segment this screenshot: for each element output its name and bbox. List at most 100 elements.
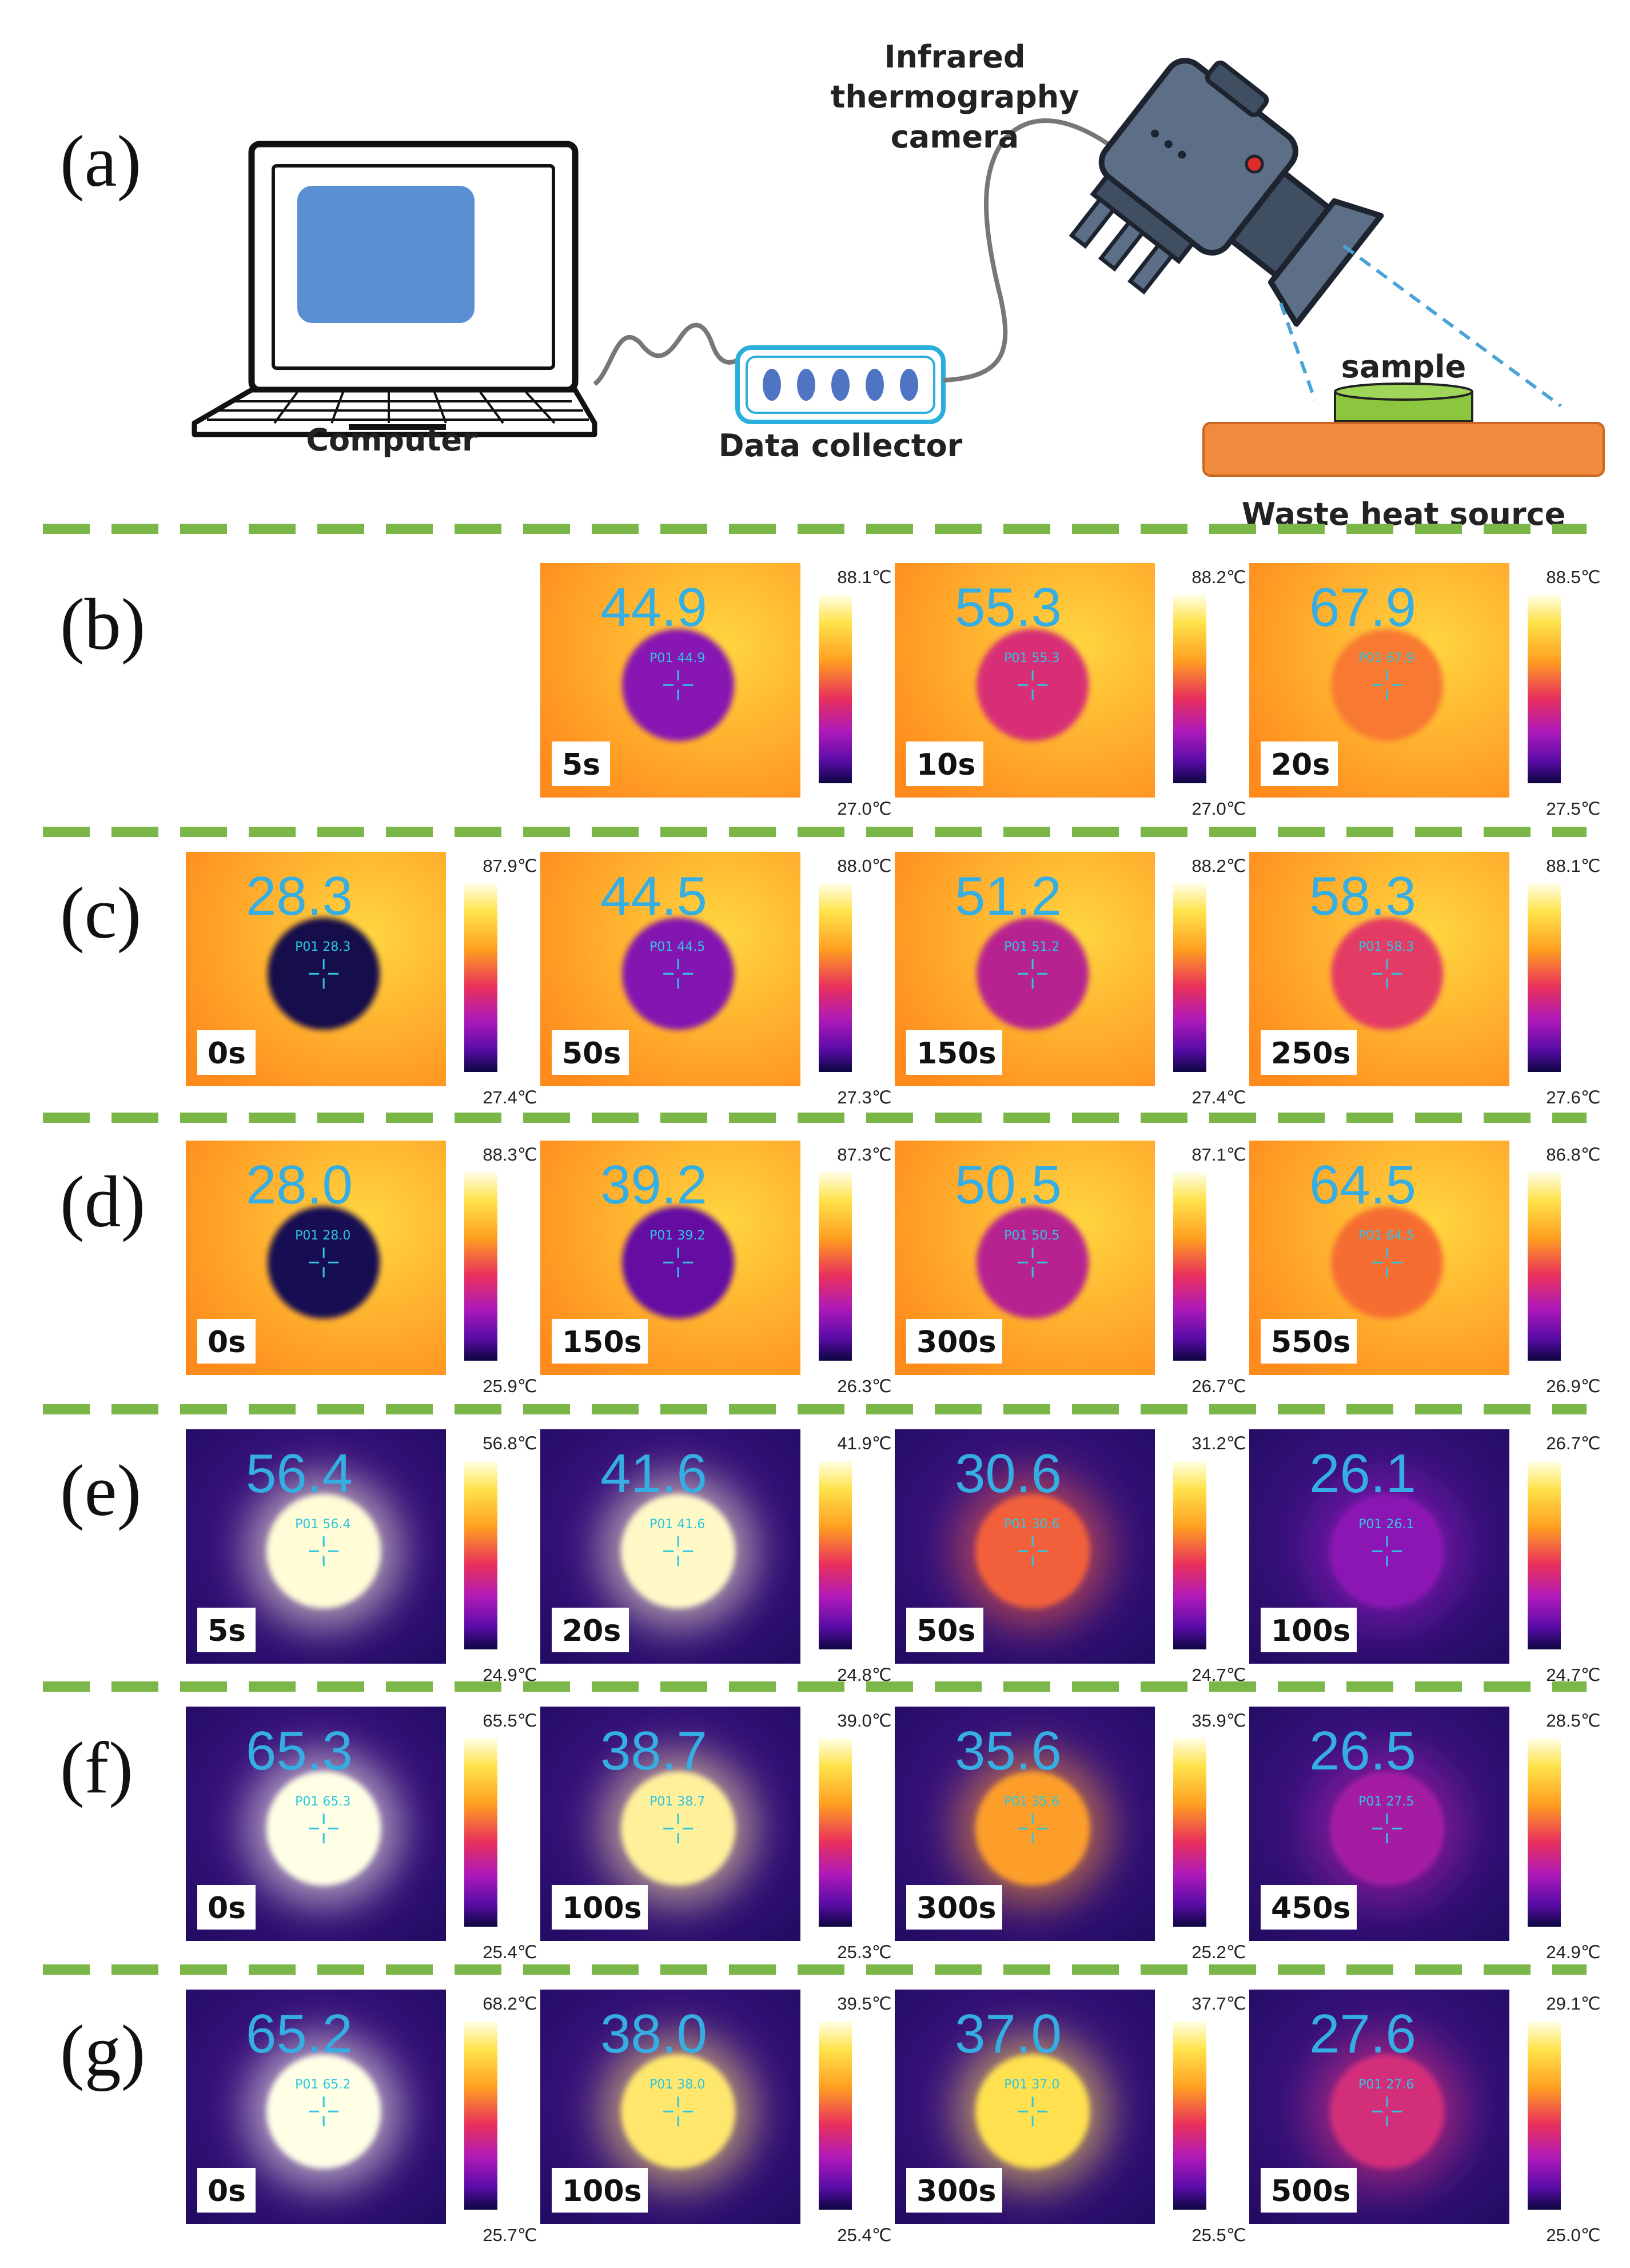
scale-max-label: 39.5℃ [837, 1994, 891, 2014]
crosshair-icon [309, 2096, 339, 2127]
scale-max-label: 37.7℃ [1191, 1994, 1246, 2014]
time-badge [906, 1885, 1002, 1930]
sample-disc [977, 1206, 1089, 1319]
crosshair-icon [1018, 1247, 1048, 1278]
scale-min-label: 25.0℃ [1546, 2225, 1600, 2245]
time-badge [552, 1319, 648, 1364]
time-label: 5s [208, 1614, 246, 1648]
time-label: 500s [1271, 2174, 1351, 2209]
sample-disc [1331, 629, 1444, 742]
sample-disc [975, 1494, 1090, 1609]
sample-disc [622, 629, 735, 742]
temperature-readout: 65.2 [246, 2003, 353, 2064]
scale-min-label: 26.3℃ [837, 1376, 891, 1396]
crosshair-icon [1372, 1247, 1402, 1278]
crosshair-icon [309, 1813, 339, 1844]
scale-min-label: 27.0℃ [837, 799, 891, 819]
scale-min-label: 27.5℃ [1546, 799, 1600, 819]
sample-disc [268, 1206, 380, 1319]
panel-label-a: (a) [60, 121, 141, 202]
measure-point-label: P01 65.2 [295, 2078, 350, 2092]
scale-min-label: 26.7℃ [1191, 1376, 1246, 1396]
scale-max-label: 88.0℃ [837, 856, 891, 876]
time-badge [1261, 742, 1338, 786]
crosshair-icon [663, 670, 694, 700]
scale-min-label: 27.6℃ [1546, 1087, 1600, 1107]
color-scale-bar [1173, 2021, 1206, 2210]
computer-label: Computer [306, 422, 477, 458]
scale-max-label: 88.1℃ [1546, 856, 1600, 876]
temperature-readout: 35.6 [955, 1720, 1062, 1781]
time-badge [552, 742, 610, 786]
time-label: 150s [916, 1037, 997, 1071]
scale-max-label: 28.5℃ [1546, 1711, 1600, 1731]
time-label: 300s [916, 1325, 997, 1360]
time-label: 20s [1271, 748, 1330, 782]
panel-label: (b) [60, 584, 145, 665]
crosshair-icon [1372, 2096, 1402, 2127]
time-badge [197, 1319, 256, 1364]
sample-disc [1330, 2054, 1445, 2169]
sample-disc [622, 918, 735, 1030]
temperature-readout: 38.7 [600, 1720, 707, 1781]
time-badge [552, 1608, 629, 1652]
sample-disc [1331, 1206, 1444, 1319]
sample-disc [621, 1771, 736, 1886]
heat-source-icon [1202, 422, 1605, 477]
sample-disc [1330, 1771, 1445, 1886]
time-label: 50s [562, 1037, 621, 1071]
time-badge [552, 2168, 648, 2213]
time-label: 250s [1271, 1037, 1351, 1071]
camera-icon [1069, 58, 1384, 327]
scale-min-label: 27.4℃ [483, 1087, 537, 1107]
sample-icon [1334, 382, 1473, 422]
crosshair-icon [663, 959, 694, 989]
scale-min-label: 25.7℃ [483, 2225, 537, 2245]
time-badge [552, 1030, 629, 1075]
measure-point-label: P01 38.0 [649, 2078, 705, 2092]
scale-min-label: 24.9℃ [483, 1665, 537, 1685]
temperature-readout: 39.2 [600, 1154, 707, 1215]
scale-min-label: 27.4℃ [1191, 1087, 1246, 1107]
temperature-readout: 51.2 [955, 866, 1062, 927]
scale-min-label: 25.2℃ [1191, 1942, 1246, 1962]
crosshair-icon [309, 1247, 339, 1278]
crosshair-icon [1018, 1813, 1048, 1844]
time-label: 0s [208, 1037, 246, 1071]
time-badge [1261, 2168, 1357, 2213]
panel-label: (e) [60, 1450, 141, 1531]
color-scale-bar [464, 1461, 497, 1649]
temperature-readout: 44.5 [600, 866, 707, 927]
time-badge [197, 1608, 256, 1652]
time-badge [906, 1319, 1002, 1364]
time-badge [1261, 1608, 1357, 1652]
color-scale-bar [819, 1172, 852, 1361]
time-label: 0s [208, 1325, 246, 1360]
color-scale-bar [1173, 883, 1206, 1072]
panel-label: (d) [60, 1161, 145, 1242]
camera-cable-icon [943, 118, 1117, 382]
temperature-readout: 44.9 [600, 577, 707, 638]
measure-point-label: P01 55.3 [1004, 651, 1059, 665]
measure-point-label: P01 39.2 [649, 1229, 705, 1243]
time-badge [552, 1885, 648, 1930]
measure-point-label: P01 64.5 [1358, 1229, 1414, 1243]
scale-max-label: 31.2℃ [1191, 1433, 1246, 1453]
time-label: 50s [916, 1614, 975, 1648]
scale-max-label: 56.8℃ [483, 1433, 537, 1453]
color-scale-bar [819, 1738, 852, 1927]
data-collector-icon [735, 345, 946, 424]
sample-disc [621, 1494, 736, 1609]
crosshair-icon [309, 959, 339, 989]
